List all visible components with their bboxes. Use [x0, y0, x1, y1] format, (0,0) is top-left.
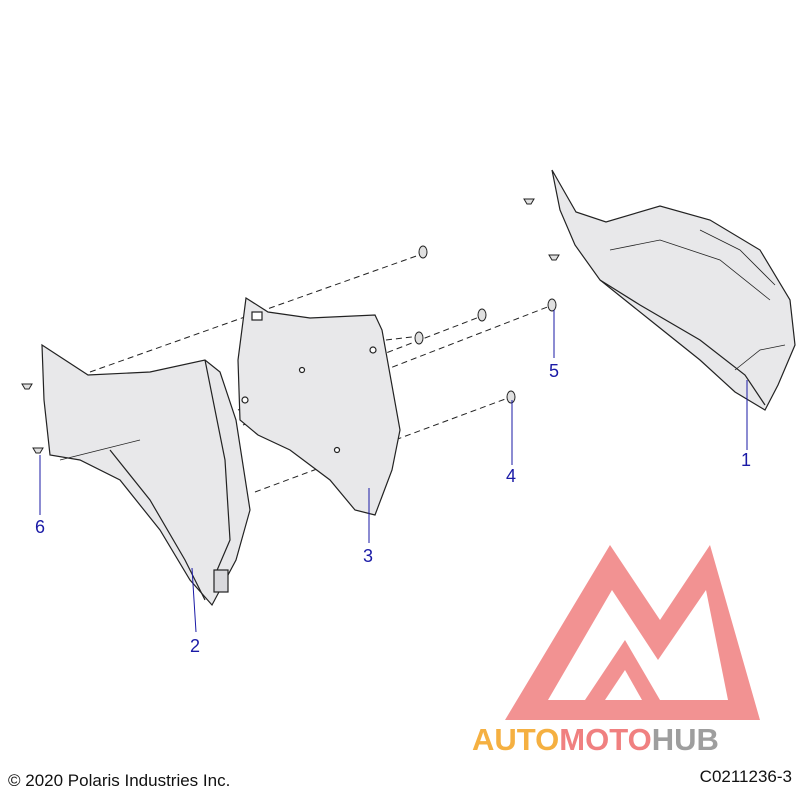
watermark-logo	[505, 545, 760, 720]
fastener-4	[506, 390, 516, 404]
callout-3: 3	[363, 546, 374, 566]
callout-4: 4	[506, 466, 517, 486]
watermark-auto: AUTO	[472, 722, 560, 757]
fastener-f	[548, 254, 560, 261]
fastener-5	[547, 298, 557, 312]
callout-2: 2	[190, 636, 201, 656]
fasteners	[21, 198, 560, 454]
part-1-panel	[551, 169, 796, 411]
watermark-hub: HUB	[651, 722, 719, 757]
callout-6: 6	[35, 517, 46, 537]
fastener-a	[418, 245, 428, 259]
document-number: C0211236-3	[699, 767, 792, 786]
part-3-panel	[237, 296, 401, 516]
fastener-b	[477, 308, 487, 322]
fastener-d	[21, 383, 33, 390]
callout-5: 5	[549, 361, 560, 381]
part-2-panel	[41, 343, 251, 607]
watermark-moto: MOTO	[559, 722, 652, 757]
watermark-text: AUTOMOTOHUB	[472, 722, 719, 758]
fastener-c	[414, 331, 424, 345]
leader-lines	[39, 310, 748, 633]
fastener-6	[32, 447, 44, 454]
callout-1: 1	[741, 450, 752, 470]
copyright-notice: © 2020 Polaris Industries Inc.	[8, 771, 231, 790]
fastener-e	[523, 198, 535, 205]
